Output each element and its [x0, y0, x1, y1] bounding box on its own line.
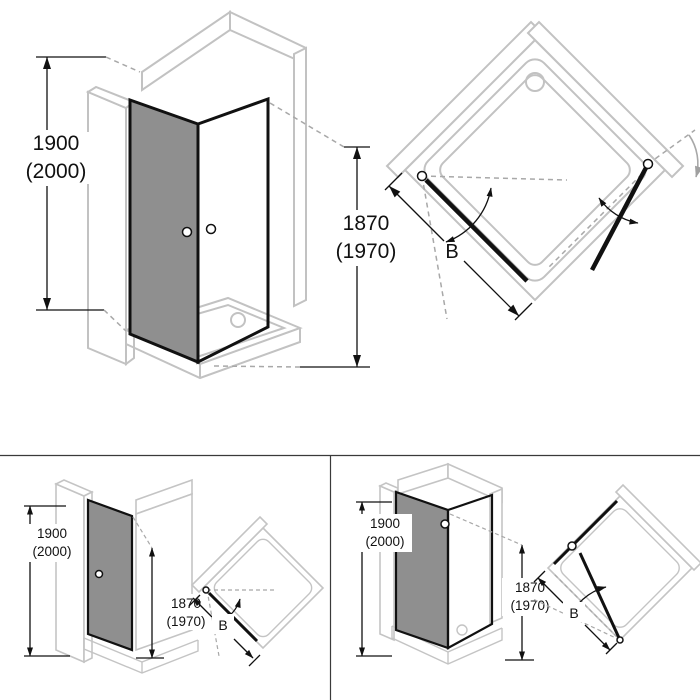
- wall-height-alt-value: (2000): [32, 544, 71, 559]
- top-entry-width-dimension: B: [384, 172, 533, 321]
- bottom-left-plan-view: B: [188, 515, 325, 667]
- bottom-right-wall-height-dimension: 1900 (2000): [356, 501, 412, 657]
- plan-walls: [385, 20, 685, 179]
- left-door-knob: [181, 226, 193, 238]
- top-isometric-view: [85, 10, 307, 380]
- door-knob: [440, 519, 450, 529]
- glass-height-alt-value: (1970): [510, 598, 549, 613]
- wall-height-value: 1900: [37, 526, 67, 541]
- wall-height-alt-value: (2000): [26, 160, 87, 183]
- bottom-left-glass-height-dimension: 1870 (1970): [132, 516, 214, 659]
- side-panel: [446, 493, 494, 650]
- wall-height-alt-value: (2000): [365, 534, 404, 549]
- right-door-panel: [196, 96, 270, 365]
- glass-height-value: 1870: [343, 212, 390, 235]
- wall-height-value: 1900: [33, 132, 80, 155]
- right-hinge: [642, 158, 654, 170]
- glass-height-alt-value: (1970): [166, 614, 205, 629]
- panel-knob: [567, 541, 577, 551]
- bottom-left-isometric-view: [54, 478, 199, 674]
- entry-width-label: B: [445, 241, 458, 263]
- hinge: [202, 586, 210, 594]
- wall-height-value: 1900: [370, 516, 400, 531]
- shower-tray: [83, 637, 199, 674]
- bottom-right-entry-width-dimension: B: [533, 570, 618, 655]
- right-door-outward-swing-arrow: [688, 134, 700, 178]
- bottom-right-glass-height-dimension: 1870 (1970): [449, 513, 558, 661]
- top-plan-view: B: [384, 20, 700, 321]
- top-glass-height-dimension: 1870 (1970): [213, 102, 404, 368]
- hinge: [616, 636, 624, 644]
- entry-width-label: B: [218, 617, 227, 633]
- top-wall-height-dimension: 1900 (2000): [20, 56, 141, 332]
- bottom-left-wall-height-dimension: 1900 (2000): [24, 505, 79, 657]
- plan-side-panel: [552, 499, 619, 566]
- bottom-right-plan-view: B: [532, 483, 700, 655]
- back-walls: [141, 10, 307, 308]
- bottom-right-isometric-view: [378, 462, 503, 665]
- drain: [525, 72, 545, 92]
- right-door-swing-arrow: [598, 197, 639, 225]
- left-hinge: [416, 170, 428, 182]
- door-panel: [86, 498, 134, 652]
- glass-height-value: 1870: [515, 580, 545, 595]
- left-wall: [85, 85, 137, 366]
- plan-wall: [614, 483, 700, 572]
- left-door-swing-arrow: [445, 187, 493, 243]
- right-door-knob: [205, 223, 217, 235]
- plan-wall: [190, 515, 269, 594]
- entry-width-label: B: [569, 605, 578, 621]
- glass-height-alt-value: (1970): [336, 240, 397, 263]
- drain: [456, 624, 468, 636]
- bottom-left-entry-width-dimension: B: [188, 594, 261, 667]
- drain: [230, 312, 246, 328]
- door-knob: [94, 569, 104, 579]
- left-wall: [54, 479, 94, 664]
